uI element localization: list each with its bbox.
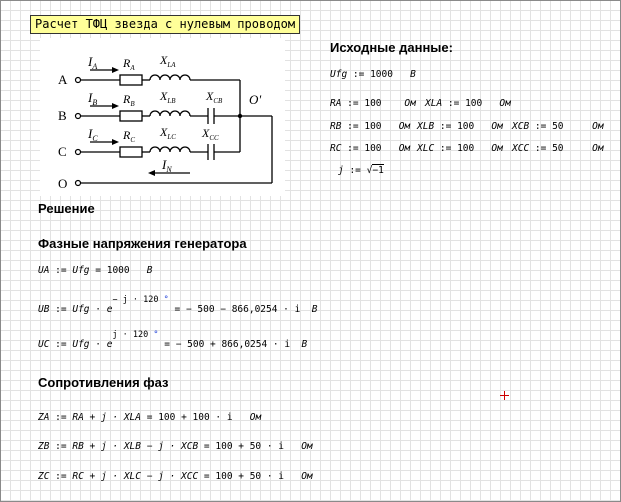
node-label-c: C	[58, 144, 67, 159]
current-label-n: IN	[161, 157, 172, 174]
insertion-crosshair-icon	[500, 391, 509, 400]
given-rb[interactable]: RB := 100 Ом	[330, 121, 411, 132]
given-ufg[interactable]: Ufg := 1000 В	[330, 69, 416, 80]
given-xla[interactable]: XLA := 100 Ом	[425, 98, 511, 109]
current-label-c: IC	[87, 126, 98, 143]
phase-impedances-heading: Сопротивления фаз	[38, 375, 169, 390]
uc-equation[interactable]: UC := Ufg · ej · 120 ° = − 500 + 866,025…	[38, 330, 308, 350]
inductor-label-a: XLA	[159, 53, 176, 69]
worksheet-title: Расчет ТФЦ звезда с нулевым проводом	[30, 15, 301, 34]
za-equation[interactable]: ZA := RA + j · XLA = 100 + 100 · i Ом	[38, 412, 262, 423]
phase-voltages-heading: Фазные напряжения генератора	[38, 236, 247, 251]
capacitor-label-b: XCB	[205, 89, 223, 105]
degree-symbol: °	[163, 295, 169, 305]
circuit-diagram: A B C O O' IA IB IC IN RA RB RC XLA XLB …	[40, 38, 285, 196]
resistor-label-a: RA	[122, 56, 135, 72]
inductor-label-c: XLC	[159, 125, 176, 141]
ub-equation[interactable]: UB := Ufg · e− j · 120 ° = − 500 − 866,0…	[38, 295, 318, 315]
given-rc[interactable]: RC := 100 Ом	[330, 143, 411, 154]
given-xcb[interactable]: XCB := 50 Ом	[512, 121, 604, 132]
ua-equation[interactable]: UA := Ufg = 1000 В	[38, 265, 153, 276]
degree-symbol: °	[153, 330, 159, 340]
given-xlb[interactable]: XLB := 100 Ом	[417, 121, 503, 132]
solution-heading: Решение	[38, 201, 95, 216]
given-xcc[interactable]: XCC := 50 Ом	[512, 143, 604, 154]
resistor-label-c: RC	[122, 128, 135, 144]
given-data-heading: Исходные данные:	[330, 40, 453, 55]
current-label-a: IA	[87, 54, 97, 71]
inductor-label-b: XLB	[159, 89, 176, 105]
given-j[interactable]: j := √−1	[338, 164, 384, 176]
neutral-point-label: O'	[249, 92, 261, 107]
node-label-o: O	[58, 176, 67, 191]
zc-equation[interactable]: ZC := RC + j · XLC − j · XCC = 100 + 50 …	[38, 471, 313, 482]
current-label-b: IB	[87, 90, 97, 107]
resistor-label-b: RB	[122, 92, 135, 108]
given-ra[interactable]: RA := 100 Ом	[330, 98, 416, 109]
capacitor-label-c: XCC	[201, 126, 219, 142]
given-xlc[interactable]: XLC := 100 Ом	[417, 143, 503, 154]
zb-equation[interactable]: ZB := RB + j · XLB − j · XCB = 100 + 50 …	[38, 441, 313, 452]
node-label-b: B	[58, 108, 67, 123]
node-label-a: A	[58, 72, 68, 87]
